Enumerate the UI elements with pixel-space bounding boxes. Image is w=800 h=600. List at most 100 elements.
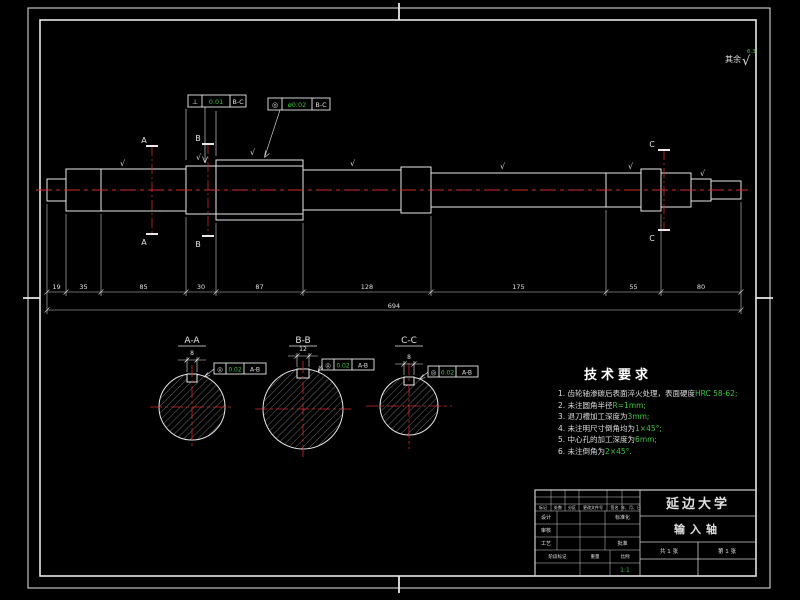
tech-req-text: 5. 中心孔的加工深度为 bbox=[558, 435, 636, 444]
section-a-tol-datum: A-B bbox=[250, 367, 260, 374]
section-a-label: A-A bbox=[184, 336, 200, 346]
tech-req-text: 3. 退刀槽加工深度为 bbox=[558, 412, 628, 421]
cut-label-b-bottom: B bbox=[195, 240, 201, 249]
roughness-icon: √ bbox=[350, 159, 356, 168]
centerlines bbox=[36, 144, 748, 236]
section-a-tol-value: 0.02 bbox=[228, 367, 242, 374]
tech-req-item: 2. 未注圆角半径R=1mm; bbox=[558, 400, 756, 412]
section-b-tol-datum: A-B bbox=[358, 363, 368, 370]
cut-label-a-top: A bbox=[141, 136, 147, 145]
tech-req-title: 技术要求 bbox=[584, 368, 653, 383]
tech-req-item: 5. 中心孔的加工深度为6mm; bbox=[558, 434, 756, 446]
roughness-marks: √ √ √ √ √ √ √ 其余 √ 6.3 bbox=[120, 49, 756, 178]
tech-req-item: 3. 退刀槽加工深度为3mm; bbox=[558, 411, 756, 423]
dimensions: 19 35 85 30 87 128 175 55 80 694 bbox=[44, 202, 744, 314]
tech-req-value: 1×45°; bbox=[635, 423, 662, 433]
section-c-slot-dim: 8 bbox=[407, 354, 411, 361]
cut-label-b-top: B bbox=[195, 134, 201, 143]
section-a-slot-dim: 8 bbox=[190, 350, 194, 357]
section-view-c: C-C 8 ◎ 0.02 A-B bbox=[366, 336, 479, 449]
tb-check-label: 审核 bbox=[541, 527, 551, 534]
tb-scale-value: 1:1 bbox=[620, 567, 630, 574]
drawing-frame bbox=[23, 3, 773, 593]
tech-req-item: 4. 未注明尺寸倒角均为1×45°; bbox=[558, 423, 756, 435]
roughness-icon: √ bbox=[120, 159, 126, 168]
cut-label-c-top: C bbox=[649, 140, 655, 149]
section-view-a: A-A 8 ◎ 0.02 A-B bbox=[150, 336, 267, 449]
gdt1-datum: B-C bbox=[232, 98, 244, 106]
tech-req-value: 6mm; bbox=[635, 435, 657, 444]
tech-req-value: 3mm; bbox=[627, 412, 650, 421]
roughness-icon: √ bbox=[742, 54, 751, 69]
dim-value: 80 bbox=[697, 283, 705, 291]
dim-value: 128 bbox=[361, 283, 373, 291]
tech-req-value: HRC 58-62; bbox=[695, 389, 738, 398]
tb-design-label: 设计 bbox=[541, 514, 551, 521]
roughness-icon: √ bbox=[196, 153, 202, 162]
gdt-frames: ⊥ 0.01 B-C ◎ ø0.02 B-C bbox=[185, 94, 331, 164]
gdt-leader-2 bbox=[264, 109, 281, 158]
tb-date-label: 年、月、日 bbox=[621, 504, 641, 510]
gdt1-symbol: ⊥ bbox=[192, 98, 198, 106]
tb-mark-label: 标记 bbox=[539, 504, 547, 510]
section-b-centerlines bbox=[255, 361, 351, 457]
extension-lines bbox=[46, 202, 742, 314]
tb-standard-label: 标准化 bbox=[615, 514, 630, 521]
tb-stage-label: 阶段标记 bbox=[549, 553, 567, 560]
section-c-tol-value: 0.02 bbox=[441, 370, 455, 377]
dimension-ticks bbox=[44, 289, 744, 313]
dim-value: 55 bbox=[629, 283, 637, 291]
section-a-centerlines bbox=[150, 365, 234, 449]
tech-req-item: 1. 齿轮轴渗碳后表面淬火处理，表面硬度HRC 58-62; bbox=[558, 388, 756, 400]
section-b-tol-value: 0.02 bbox=[336, 363, 350, 370]
dim-value: 35 bbox=[79, 283, 87, 291]
tb-zone-label: 分区 bbox=[568, 504, 576, 510]
tech-req-item: 6. 未注倒角为2×45°. bbox=[558, 446, 756, 458]
corner-remark: 其余 bbox=[725, 54, 741, 64]
section-view-b: B-B 12 ◎ 0.02 A-B bbox=[255, 336, 375, 457]
tech-req-value: 2×45°. bbox=[605, 446, 632, 456]
tb-doc-label: 更改文件号 bbox=[583, 504, 603, 510]
tech-req-text: 1. 齿轮轴渗碳后表面淬火处理，表面硬度 bbox=[558, 389, 696, 398]
tb-weight-label: 重量 bbox=[591, 553, 600, 560]
section-b-tol-symbol: ◎ bbox=[325, 362, 331, 370]
tb-sign-label: 签名 bbox=[611, 504, 619, 510]
sheet-total: 共 1 张 bbox=[660, 547, 678, 555]
section-b-slot-dim: 12 bbox=[299, 346, 307, 353]
extension-lines-up bbox=[185, 109, 217, 160]
tech-req-text: 2. 未注圆角半径 bbox=[558, 400, 613, 410]
tech-req-text: 6. 未注倒角为 bbox=[558, 446, 606, 456]
sheet-number: 第 1 张 bbox=[718, 547, 736, 555]
gdt2-datum: B-C bbox=[315, 101, 327, 109]
roughness-icon: √ bbox=[500, 162, 506, 171]
company-name: 延边大学 bbox=[665, 496, 730, 512]
gdt2-value: ø0.02 bbox=[288, 101, 306, 109]
dimension-lines bbox=[47, 291, 741, 311]
dim-value: 19 bbox=[52, 283, 60, 291]
centering-marks bbox=[23, 3, 773, 593]
title-block: 延边大学 输入轴 共 1 张 第 1 张 标记 处数 分区 更改文件号 签名 年… bbox=[534, 489, 757, 577]
tb-count-label: 处数 bbox=[554, 504, 562, 510]
part-name: 输入轴 bbox=[674, 522, 722, 536]
tb-craft-label: 工艺 bbox=[541, 541, 551, 547]
tech-req-text: 4. 未注明尺寸倒角均为 bbox=[558, 423, 636, 433]
gear-root-lines bbox=[216, 165, 303, 215]
section-c-centerlines bbox=[366, 363, 452, 449]
dim-value: 30 bbox=[197, 283, 205, 291]
section-a-tol-symbol: ◎ bbox=[217, 366, 223, 374]
dim-value: 175 bbox=[512, 283, 524, 291]
section-b-label: B-B bbox=[295, 336, 310, 346]
section-c-tol-datum: A-B bbox=[462, 370, 472, 377]
section-c-tol-symbol: ◎ bbox=[431, 369, 437, 377]
dim-value: 87 bbox=[255, 283, 263, 291]
gdt1-value: 0.01 bbox=[209, 98, 223, 106]
dim-value: 85 bbox=[139, 283, 147, 291]
gdt-leader-1 bbox=[202, 107, 208, 164]
cut-label-a-bottom: A bbox=[141, 238, 147, 247]
tb-scale-label: 比例 bbox=[621, 553, 630, 560]
cut-marks: A A B B C C bbox=[141, 134, 670, 249]
section-c-label: C-C bbox=[401, 336, 417, 346]
tech-req-value: R=1mm; bbox=[612, 400, 646, 410]
